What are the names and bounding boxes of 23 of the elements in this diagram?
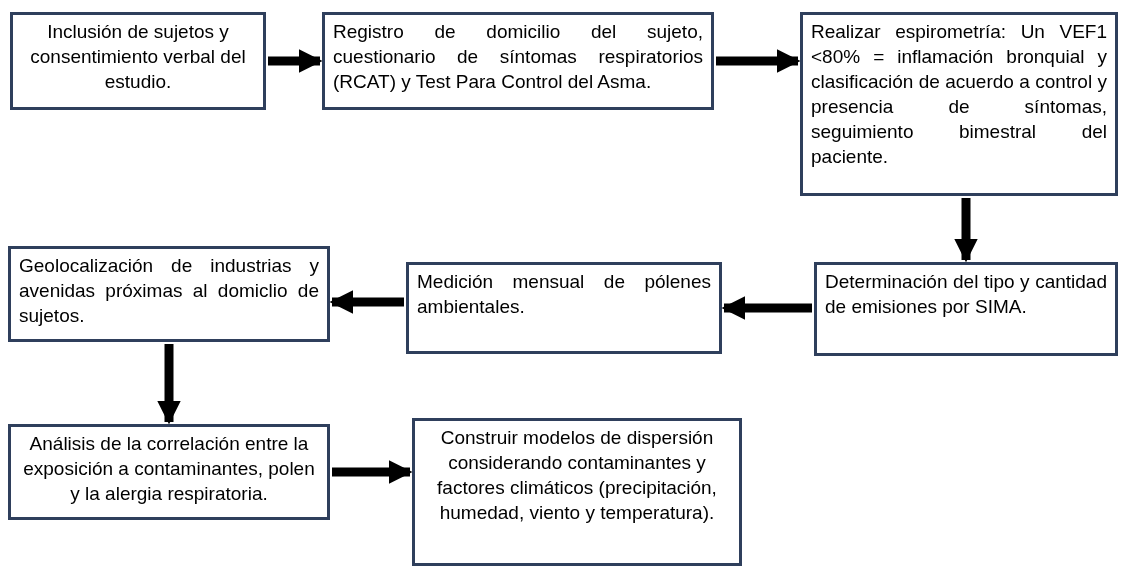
arrow xyxy=(332,460,413,484)
step-text: Registro de domicilio del sujeto, cuestionario de síntomas respiratorios (RCAT) y Test Para Control del Asma. xyxy=(333,20,703,94)
process-box xyxy=(10,12,266,110)
arrow xyxy=(954,198,978,263)
arrow xyxy=(268,49,323,73)
step-text: Inclusión de sujetos y consentimiento verbal del estudio. xyxy=(29,20,247,94)
arrow xyxy=(716,49,801,73)
step-text: Geolocalización de industrias y avenidas próximas al domiclio de sujetos. xyxy=(19,254,319,328)
step-text: Medición mensual de pólenes ambientales. xyxy=(417,270,711,319)
process-box xyxy=(814,262,1118,356)
step-text: Realizar espirometría: Un VEF1 <80% = inflamación bronquial y clasificación de acuerdo a control y presencia de síntomas, seguimiento bimestral del paciente. xyxy=(811,20,1107,169)
process-box xyxy=(322,12,714,110)
process-box xyxy=(406,262,722,354)
process-box xyxy=(8,246,330,342)
process-box xyxy=(800,12,1118,196)
arrow xyxy=(721,296,812,320)
process-box xyxy=(412,418,742,566)
arrow xyxy=(157,344,181,425)
process-box xyxy=(8,424,330,520)
step-text: Determinación del tipo y cantidad de emisiones por SIMA. xyxy=(825,270,1107,319)
step-text: Construir modelos de dispersión considerando contaminantes y factores climáticos (precipitación, humedad, viento y temperatura). xyxy=(436,426,718,525)
step-text: Análisis de la correlación entre la exposición a contaminantes, polen y la alergia respiratoria. xyxy=(22,432,316,506)
arrow xyxy=(329,290,404,314)
